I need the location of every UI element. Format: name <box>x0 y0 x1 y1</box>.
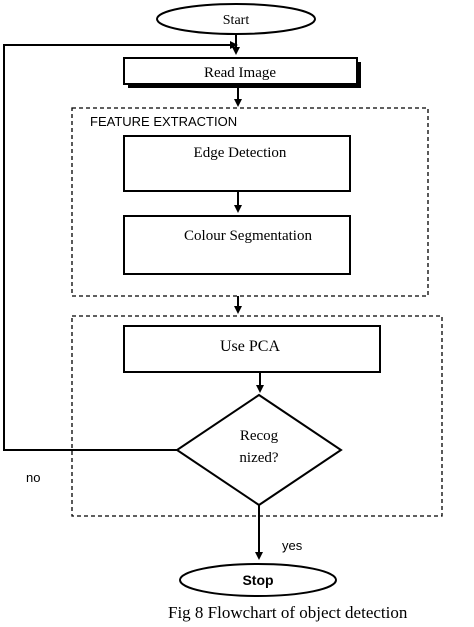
decision-label-line2: nized? <box>239 450 278 466</box>
feature-extraction-group: FEATURE EXTRACTION <box>71 107 429 297</box>
read-image-node: Read Image <box>123 57 361 88</box>
edge-detection-node: Edge Detection <box>123 135 351 192</box>
decision-label-line1: Recog <box>240 428 279 444</box>
start-label: Start <box>223 13 250 28</box>
figure-caption: Fig 8 Flowchart of object detection <box>168 603 408 622</box>
yes-label: yes <box>282 538 303 553</box>
stop-label: Stop <box>242 572 273 588</box>
colour-segmentation-node: Colour Segmentation <box>123 215 351 275</box>
edge-detection-label: Edge Detection <box>194 145 287 161</box>
no-label: no <box>26 470 40 485</box>
start-node: Start <box>156 3 316 35</box>
colour-segmentation-label: Colour Segmentation <box>184 228 312 244</box>
recognition-group <box>71 315 443 517</box>
edge-no-loop <box>3 41 238 451</box>
recognized-decision-node: Recog nized? <box>175 393 343 507</box>
stop-node: Stop <box>179 563 337 597</box>
read-image-label: Read Image <box>204 65 276 81</box>
feature-extraction-label: FEATURE EXTRACTION <box>90 114 237 129</box>
use-pca-label: Use PCA <box>220 338 280 355</box>
use-pca-node: Use PCA <box>123 325 381 373</box>
